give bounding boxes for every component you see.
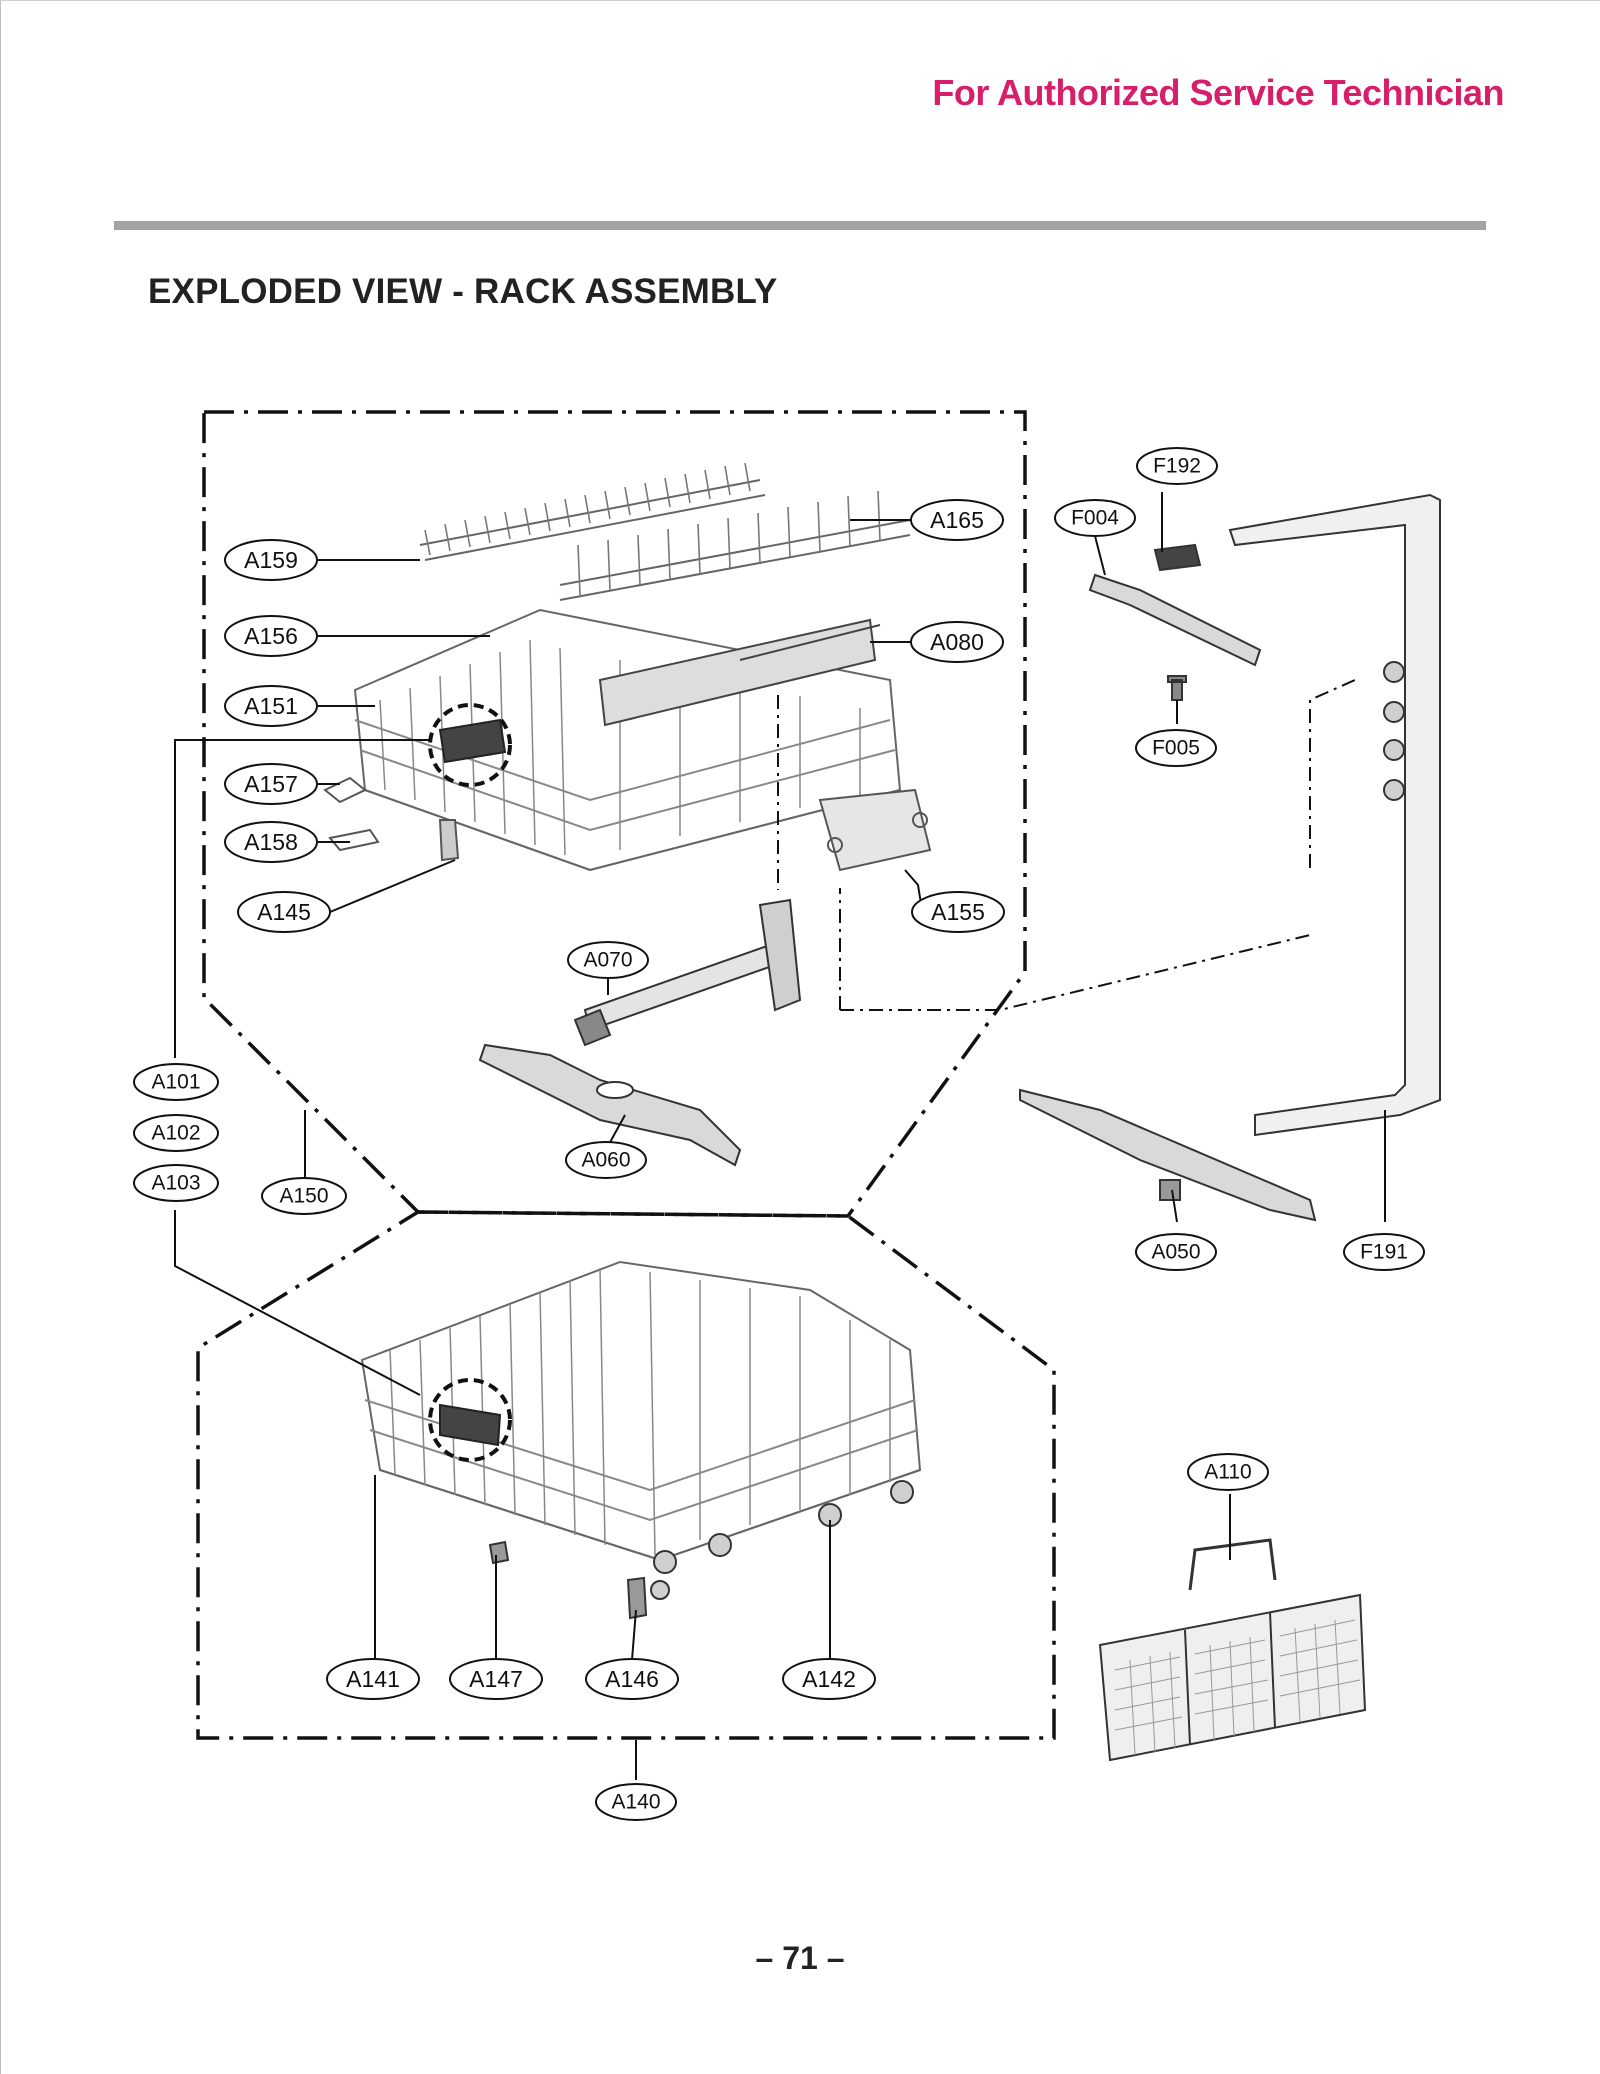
callout-label-a141: A141 <box>346 1666 400 1692</box>
callout-label-a155: A155 <box>931 899 985 925</box>
a147-part <box>488 1540 510 1565</box>
callout-label-a147: A147 <box>469 1666 523 1692</box>
header-text: For Authorized Service Technician <box>932 72 1504 113</box>
callout-label-a060: A060 <box>581 1149 630 1172</box>
callout-label-a165: A165 <box>930 507 984 533</box>
callout-label-a101: A101 <box>151 1071 200 1094</box>
callout-a155 <box>911 891 1005 933</box>
cutlery-basket-illustration <box>1098 1538 1367 1762</box>
mid-spray-arm-assembly <box>478 898 802 1167</box>
f005-screw <box>1167 675 1187 701</box>
callout-a050 <box>1135 1233 1217 1271</box>
header-rule <box>114 221 1486 230</box>
callout-label-a158: A158 <box>244 829 298 855</box>
callout-a140 <box>595 1783 677 1821</box>
f192-part <box>1153 543 1202 572</box>
callout-a141 <box>326 1658 420 1700</box>
callout-a165 <box>910 499 1004 541</box>
callout-a110 <box>1187 1453 1269 1491</box>
callout-a145 <box>237 891 331 933</box>
callout-label-f191: F191 <box>1360 1241 1408 1264</box>
callout-label-a157: A157 <box>244 771 298 797</box>
callout-f192 <box>1136 447 1218 485</box>
callout-label-a156: A156 <box>244 623 298 649</box>
callout-a156 <box>224 615 318 657</box>
a146-part <box>626 1576 648 1620</box>
callout-f191 <box>1343 1233 1425 1271</box>
callout-a146 <box>585 1658 679 1700</box>
page-number: – 71 – <box>755 1940 845 1976</box>
callout-label-a142: A142 <box>802 1666 856 1692</box>
callout-a080 <box>910 621 1004 663</box>
callout-a142 <box>782 1658 876 1700</box>
page-border <box>0 0 1 2074</box>
section-title: EXPLODED VIEW - RACK ASSEMBLY <box>148 272 778 311</box>
callout-label-f004: F004 <box>1071 507 1119 530</box>
callout-label-a145: A145 <box>257 899 311 925</box>
callout-a151 <box>224 685 318 727</box>
callout-a102 <box>133 1114 219 1152</box>
callout-a101 <box>133 1063 219 1101</box>
lower-rack-illustration <box>360 1260 922 1620</box>
callout-a150 <box>261 1177 347 1215</box>
page-border-top <box>0 0 1600 1</box>
callout-a159 <box>224 539 318 581</box>
callout-label-a140: A140 <box>611 1791 660 1814</box>
callout-label-f005: F005 <box>1152 737 1200 760</box>
callout-label-a110: A110 <box>1204 1461 1252 1484</box>
callout-a157 <box>224 763 318 805</box>
callout-label-a150: A150 <box>279 1185 328 1208</box>
upper-handle-detail <box>428 703 512 787</box>
upper-rack-illustration <box>323 462 932 872</box>
callout-a147 <box>449 1658 543 1700</box>
callout-label-f192: F192 <box>1153 455 1201 478</box>
callout-a158 <box>224 821 318 863</box>
callout-f005 <box>1135 729 1217 767</box>
callout-label-a102: A102 <box>151 1122 200 1145</box>
callout-label-a070: A070 <box>583 949 632 972</box>
upper-rack-boundary <box>202 410 1027 1218</box>
callout-f004 <box>1054 499 1136 537</box>
right-parts-illustration <box>777 493 1441 1222</box>
lower-handle-detail <box>428 1378 512 1462</box>
leader-lines <box>174 492 1386 1780</box>
callout-a060 <box>565 1141 647 1179</box>
callout-label-a050: A050 <box>1151 1241 1200 1264</box>
callout-label-a146: A146 <box>605 1666 659 1692</box>
callouts <box>133 447 1425 1821</box>
callout-label-a103: A103 <box>151 1172 200 1195</box>
lower-rack-boundary <box>196 1210 1056 1740</box>
callout-label-a080: A080 <box>930 629 984 655</box>
callout-a070 <box>567 941 649 979</box>
callout-label-a151: A151 <box>244 693 298 719</box>
callout-a103 <box>133 1164 219 1202</box>
callout-label-a159: A159 <box>244 547 298 573</box>
